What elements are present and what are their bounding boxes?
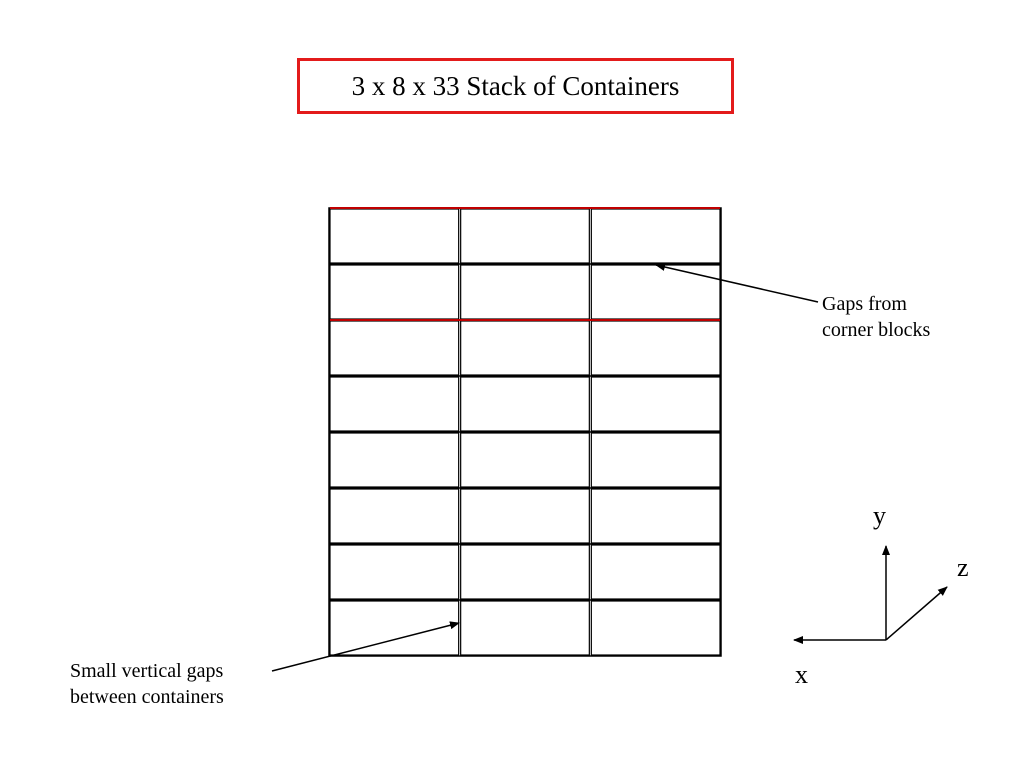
- container-cell: [590, 600, 721, 656]
- gaps-corner-blocks-label: Gaps from corner blocks: [822, 291, 930, 343]
- z-axis-arrow: [885, 586, 948, 641]
- container-cell: [590, 432, 721, 488]
- container-cell: [329, 488, 460, 544]
- gaps-corner-blocks-line2: corner blocks: [822, 319, 931, 341]
- container-cell: [590, 320, 721, 376]
- vertical-gaps-line1: Small vertical gaps: [70, 660, 224, 682]
- container-cell: [590, 488, 721, 544]
- container-cell: [590, 544, 721, 600]
- x-axis-label: x: [795, 660, 808, 689]
- container-cell: [460, 264, 590, 320]
- container-cell: [460, 208, 590, 264]
- container-cell: [329, 432, 460, 488]
- container-cell: [590, 264, 721, 320]
- container-cell: [329, 544, 460, 600]
- container-cell: [329, 376, 460, 432]
- vertical-gaps-pointer: [271, 621, 460, 672]
- container-cell: [460, 432, 590, 488]
- container-cell: [590, 208, 721, 264]
- axis-indicator: [793, 545, 948, 644]
- gaps-corner-blocks-pointer: [655, 263, 819, 303]
- container-cell: [329, 208, 460, 264]
- vertical-gaps-label: Small vertical gaps between containers: [70, 658, 224, 710]
- container-cell: [460, 376, 590, 432]
- container-cell: [460, 488, 590, 544]
- container-cell: [329, 320, 460, 376]
- container-cell: [460, 320, 590, 376]
- y-axis-label: y: [873, 501, 886, 530]
- diagram-title: 3 x 8 x 33 Stack of Containers: [351, 70, 680, 101]
- vertical-gaps-line2: between containers: [70, 686, 224, 708]
- container-cell: [460, 600, 590, 656]
- gaps-corner-blocks-line1: Gaps from: [822, 293, 907, 315]
- container-cell: [590, 376, 721, 432]
- z-axis-label: z: [957, 553, 969, 582]
- title-box: 3 x 8 x 33 Stack of Containers: [297, 58, 734, 114]
- container-cell: [329, 264, 460, 320]
- container-stack: [328, 207, 722, 657]
- container-cell: [460, 544, 590, 600]
